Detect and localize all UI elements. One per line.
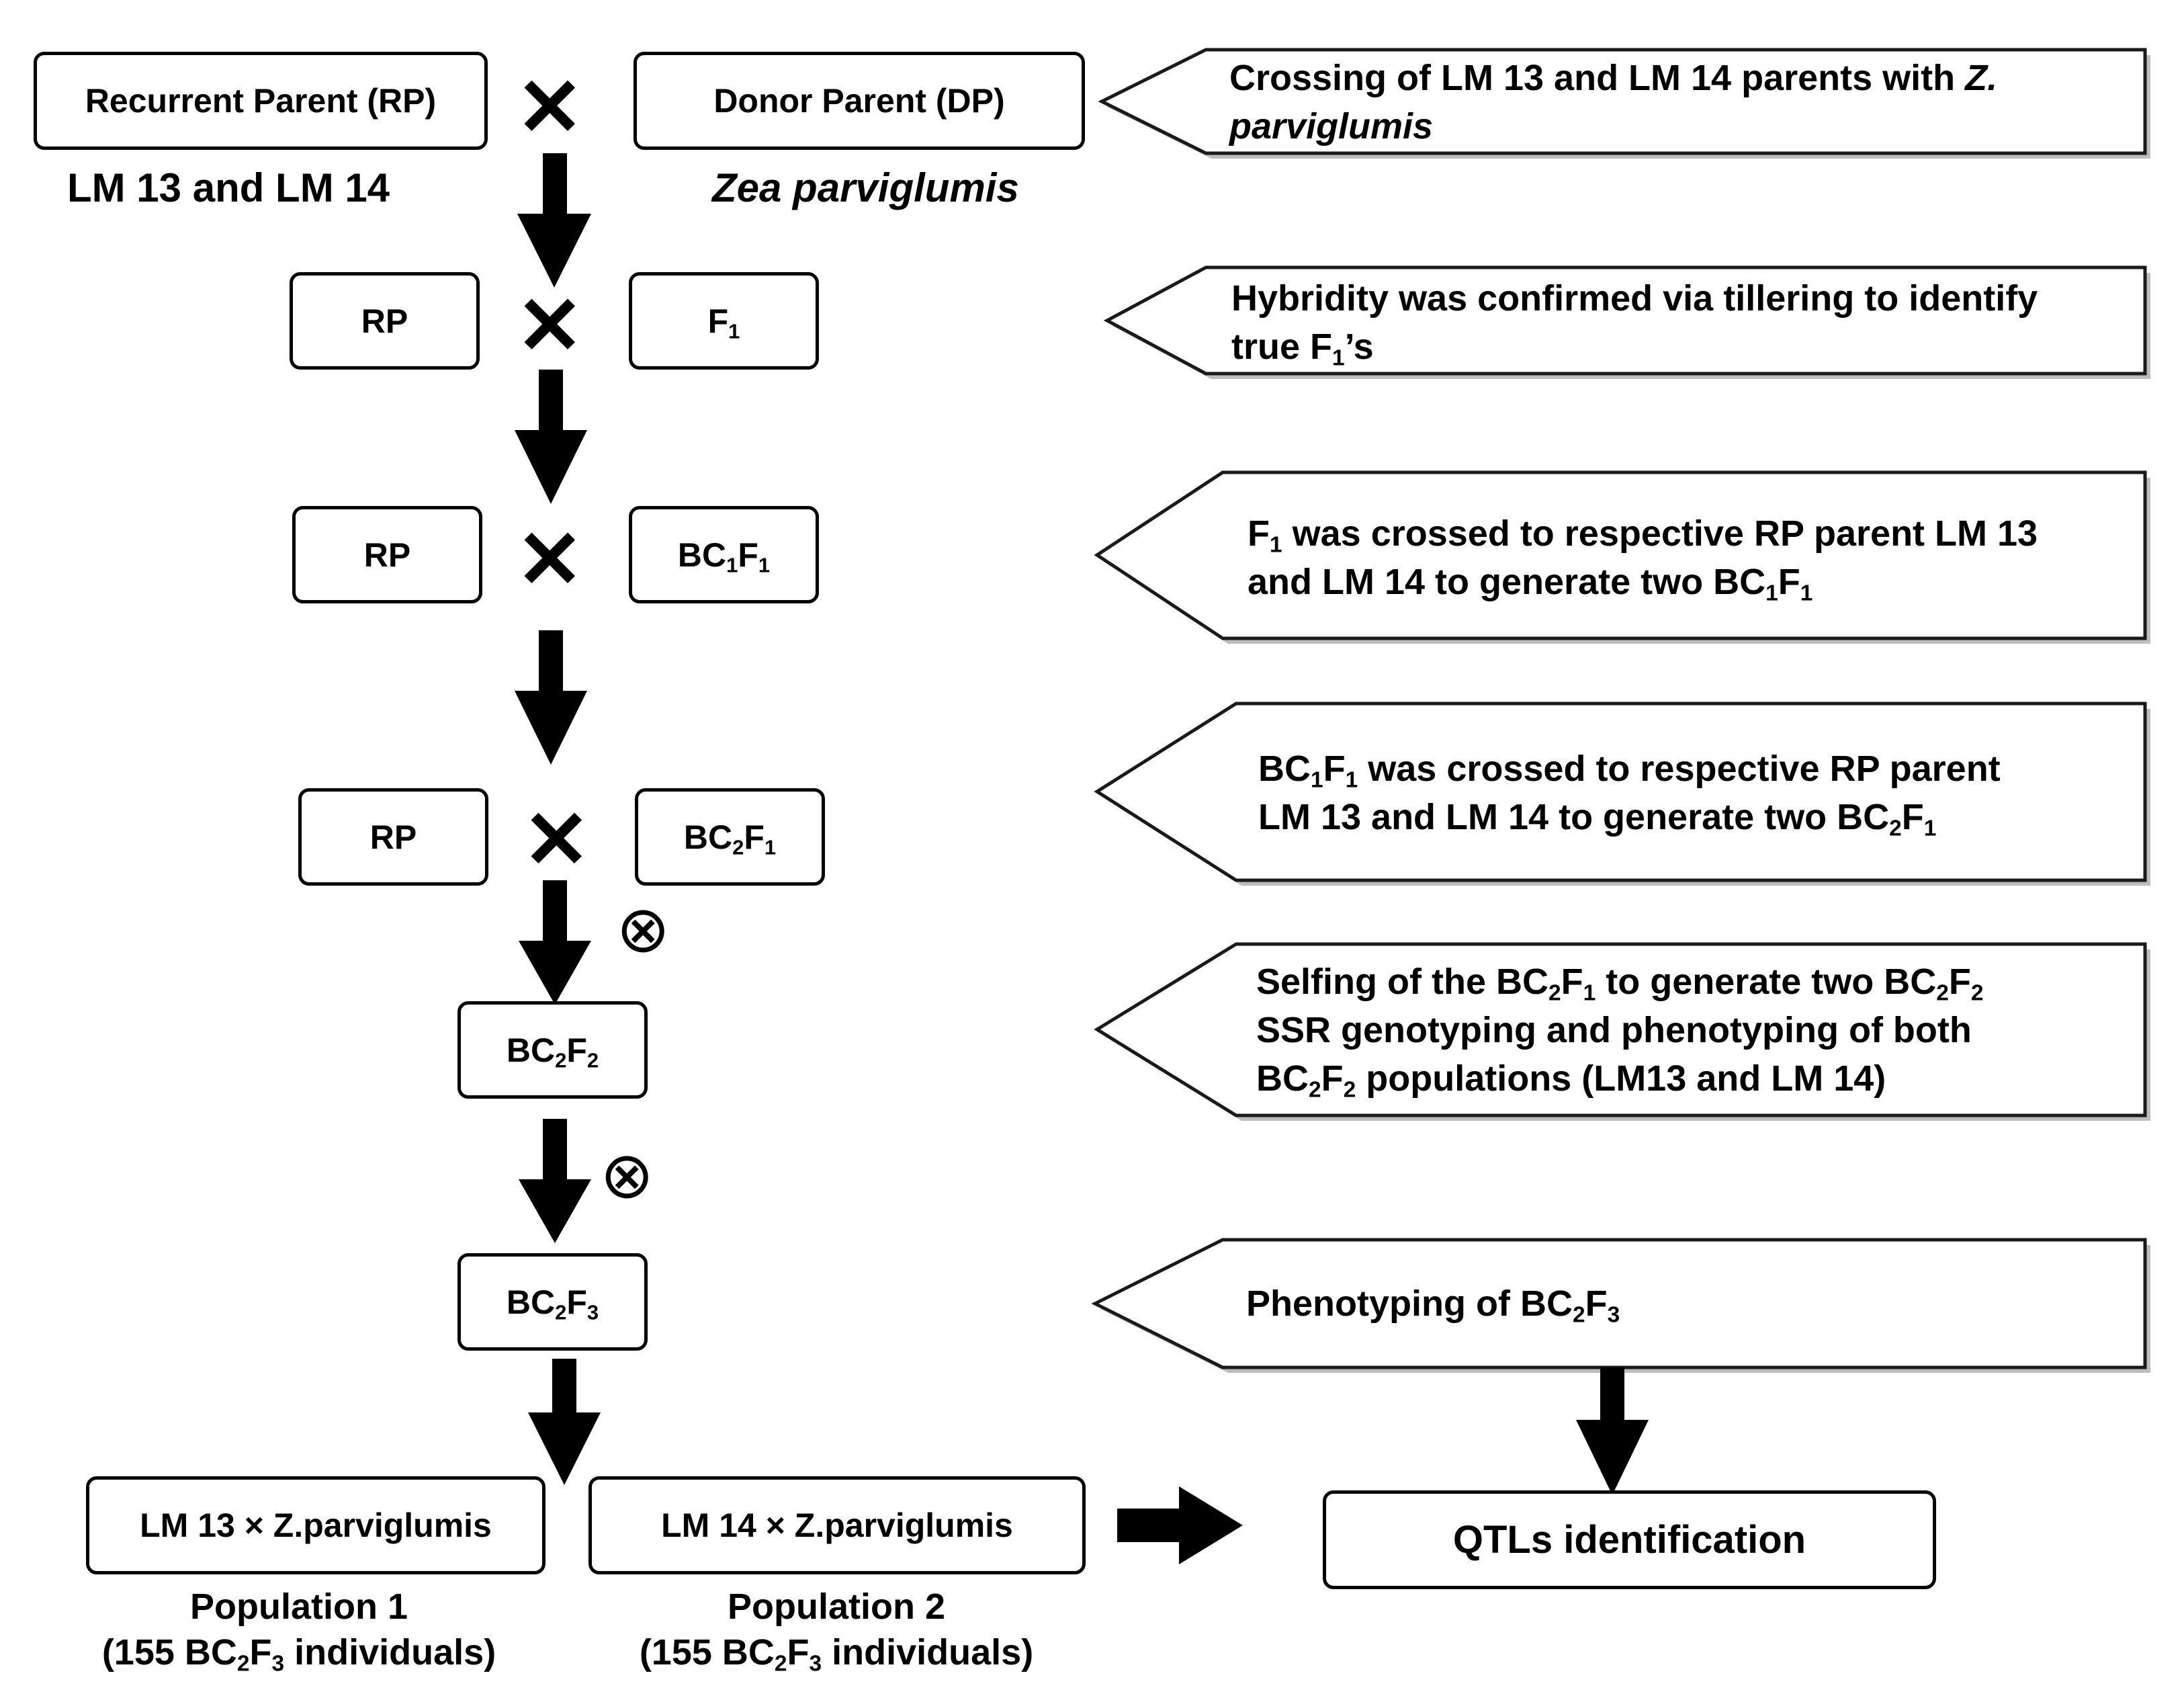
donor-parent-box: Donor Parent (DP) [634, 52, 1085, 150]
population2-cross-box: LM 14 × Z.parviglumis [588, 1476, 1086, 1574]
bc2f1-label: BC2F1 [683, 818, 777, 859]
population1-caption: Population 1 (155 BC2F3 individuals) [81, 1584, 517, 1675]
selfing-icon: ⊗ [600, 1140, 654, 1212]
callout-text-5: Selfing of the BC2F1 to generate two BC2… [1256, 962, 1984, 1103]
callout-text-3: F1 was crossed to respective RP parent L… [1248, 513, 2038, 606]
bc2f3-box: BC2F3 [457, 1253, 648, 1351]
population2-title: Population 2 [728, 1586, 945, 1627]
callout-shape-4 [1094, 702, 2150, 886]
cross-icon: ✕ [516, 281, 584, 371]
down-arrow-6 [528, 1359, 601, 1485]
down-arrow-5 [519, 1119, 591, 1243]
donor-parent-label: Donor Parent (DP) [713, 82, 1005, 120]
callout-text-1: Crossing of LM 13 and LM 14 parents with… [1229, 58, 1998, 146]
population2-detail: (155 BC2F3 individuals) [639, 1632, 1034, 1677]
rp-label: RP [361, 302, 408, 340]
down-arrow-1 [517, 153, 591, 288]
callout-shape-3 [1094, 470, 2150, 644]
callout-text-2: Hybridity was confirmed via tillering to… [1231, 278, 2038, 371]
rp-box: RP [298, 788, 488, 886]
callout-shape-1 [1098, 48, 2150, 159]
bc2f2-label: BC2F2 [506, 1031, 599, 1072]
callout-text-4: BC1F1 was crossed to respective RP paren… [1258, 749, 2001, 841]
right-arrow-qtl [1117, 1486, 1243, 1564]
down-arrow-qtl [1576, 1367, 1649, 1495]
recurrent-parent-label: Recurrent Parent (RP) [85, 82, 437, 120]
rp-label: RP [363, 536, 411, 574]
population1-detail: (155 BC2F3 individuals) [101, 1632, 496, 1677]
down-arrow-3 [515, 630, 587, 765]
callout-shape-5 [1094, 942, 2150, 1121]
bc1f1-box: BC1F1 [629, 506, 819, 603]
down-arrow-4 [519, 880, 591, 1005]
bc2f2-box: BC2F2 [457, 1001, 648, 1099]
rp-box: RP [290, 272, 480, 370]
cross-icon: ✕ [516, 515, 584, 605]
f1-label: F1 [707, 302, 740, 343]
dp-species-label: Zea parviglumis [712, 165, 1019, 210]
selfing-icon: ⊗ [616, 894, 670, 966]
qtl-identification-label: QTLs identification [1452, 1518, 1806, 1562]
down-arrow-2 [515, 370, 587, 504]
cross-icon: ✕ [516, 62, 584, 153]
callout-text-6: Phenotyping of BC2F3 [1246, 1283, 1620, 1328]
population2-caption: Population 2 (155 BC2F3 individuals) [618, 1584, 1055, 1675]
bc1f1-label: BC1F1 [677, 536, 771, 577]
qtl-identification-box: QTLs identification [1323, 1490, 1936, 1589]
cross-icon: ✕ [523, 795, 591, 885]
rp-lines-label: LM 13 and LM 14 [67, 165, 390, 210]
rp-box: RP [292, 506, 482, 603]
population1-title: Population 1 [190, 1586, 408, 1627]
bc2f3-label: BC2F3 [506, 1283, 599, 1324]
population2-cross-label: LM 14 × Z.parviglumis [661, 1507, 1013, 1544]
callout-shape-6 [1091, 1238, 2150, 1373]
recurrent-parent-box: Recurrent Parent (RP) [34, 52, 488, 150]
population1-cross-box: LM 13 × Z.parviglumis [86, 1476, 545, 1574]
rp-label: RP [369, 818, 417, 856]
callout-shape-2 [1103, 265, 2150, 379]
bc2f1-box: BC2F1 [635, 788, 825, 886]
population1-cross-label: LM 13 × Z.parviglumis [140, 1507, 492, 1544]
f1-box: F1 [629, 272, 819, 370]
